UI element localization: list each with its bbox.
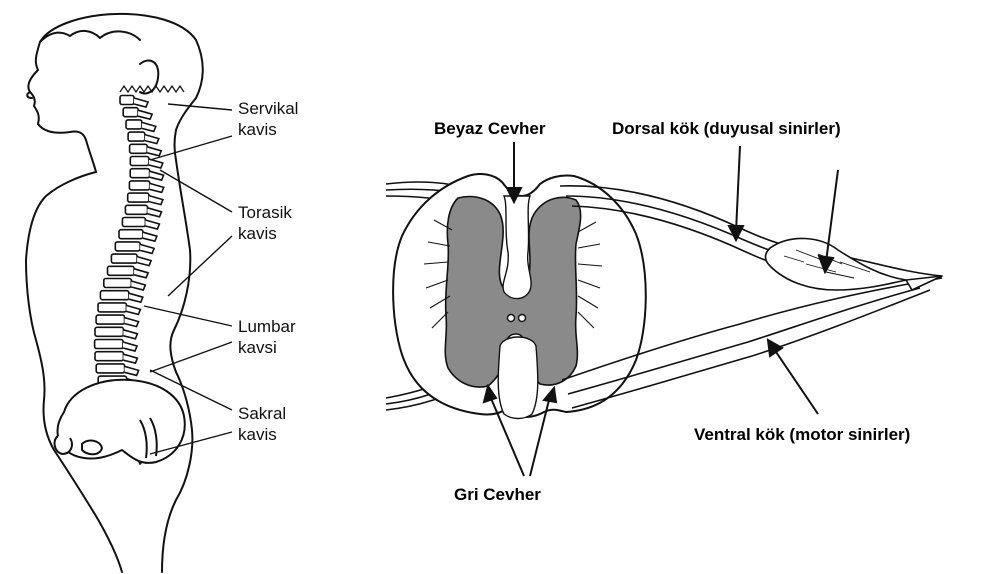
vertebra <box>119 230 143 239</box>
spinous-process <box>129 293 143 302</box>
spinous-process <box>142 122 156 131</box>
vertebra <box>100 291 128 300</box>
label-torasik-line2: kavis <box>238 224 277 243</box>
vertebra <box>122 218 145 227</box>
spinous-process <box>131 281 145 290</box>
spinous-process <box>148 208 162 217</box>
spinous-process <box>145 220 159 229</box>
vertebra <box>123 108 138 117</box>
vertebra <box>95 340 123 349</box>
label-torasik-line1: Torasik <box>238 203 292 222</box>
vertebra <box>120 96 134 105</box>
label-dorsal-kok: Dorsal kök (duyusal sinirler) <box>612 119 841 138</box>
label-sakral-line2: kavis <box>238 425 277 444</box>
vertebra <box>96 364 124 373</box>
spinous-process <box>145 135 159 144</box>
spine-labels: Servikal kavis Torasik kavis Lumbar kavs… <box>238 99 298 444</box>
label-servikal-line1: Servikal <box>238 99 298 118</box>
spinous-process <box>143 232 157 241</box>
spinous-process <box>134 98 148 107</box>
spinous-process <box>125 318 139 327</box>
vertebra <box>130 169 149 178</box>
label-beyaz-cevher: Beyaz Cevher <box>434 119 546 138</box>
label-ventral-kok: Ventral kök (motor sinirler) <box>694 425 910 444</box>
label-sakral-line1: Sakral <box>238 404 286 423</box>
vertebra <box>95 327 123 336</box>
spinous-process <box>134 269 148 278</box>
spinous-process <box>150 171 164 180</box>
spinous-process <box>123 342 137 351</box>
label-lumbar-line1: Lumbar <box>238 317 296 336</box>
vertebra <box>125 205 147 214</box>
vertebra <box>96 315 124 324</box>
spinous-process <box>140 244 154 253</box>
vertebra <box>130 144 148 153</box>
vertebra <box>126 120 142 129</box>
hair-texture <box>120 86 184 92</box>
spinous-process <box>123 330 137 339</box>
vertebra <box>111 254 137 263</box>
vertebra <box>95 352 123 361</box>
spinous-process <box>149 196 163 205</box>
label-lumbar-line2: kavsi <box>238 338 277 357</box>
vertebra <box>108 266 135 275</box>
spinous-process <box>147 147 161 156</box>
spinous-process <box>150 183 164 192</box>
vertebra <box>115 242 140 251</box>
spinous-process <box>138 110 152 119</box>
vertebra <box>98 303 126 312</box>
vertebra <box>128 193 149 202</box>
vertebra <box>128 132 145 141</box>
label-servikal-line2: kavis <box>238 120 277 139</box>
spinous-process <box>126 305 140 314</box>
spinous-process <box>137 257 151 266</box>
vertebra <box>104 279 132 288</box>
label-gri-cevher: Gri Cevher <box>454 485 541 504</box>
vertebra <box>130 157 149 166</box>
spinous-process <box>125 366 139 375</box>
vertebra <box>129 181 149 190</box>
spinous-process <box>123 354 137 363</box>
